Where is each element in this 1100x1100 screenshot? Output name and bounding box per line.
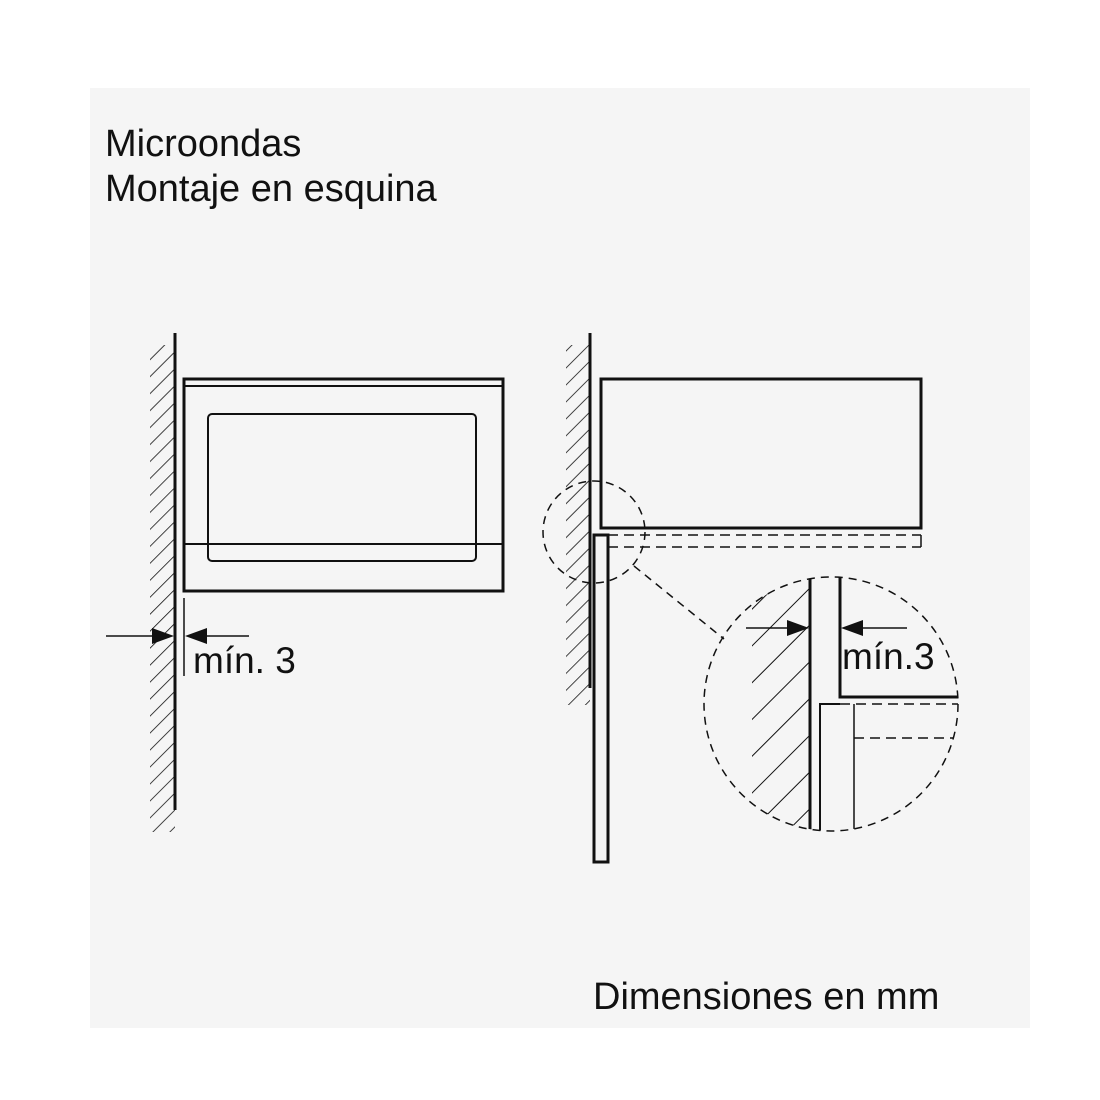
detail-microwave-edge [838,577,958,699]
detail-marker-circle [542,480,646,584]
front-gap-dimension: mín. 3 [106,598,296,681]
arrow-right-icon [787,620,809,636]
drawing-sheet [90,88,1030,1028]
detail-gap-dimension: mín.3 [746,620,935,677]
cabinet-side-panel [592,533,610,864]
detail-leader-line [633,565,725,640]
front-wall-hatching [150,345,175,832]
side-view: mín.3 [542,333,959,864]
arrow-left-icon [185,628,207,644]
microwave-door-window [207,413,477,562]
units-note: Dimensiones en mm [593,976,940,1018]
arrow-right-icon [152,628,174,644]
page-title: Microondas Montaje en esquina [105,122,437,212]
title-line-2: Montaje en esquina [105,168,437,210]
side-wall-hatching [566,345,590,705]
detail-gap-label: mín.3 [842,636,935,677]
detail-cabinet-panel [819,703,840,831]
microwave-front [182,377,505,593]
front-view: mín. 3 [106,333,505,832]
arrow-left-icon [841,620,863,636]
title-line-1: Microondas [105,123,302,165]
cabinet-top-dashed [608,534,922,548]
front-gap-label: mín. 3 [193,640,296,681]
microwave-side-body [599,377,923,530]
detail-wall-hatching [752,577,810,831]
detail-view: mín.3 [703,576,959,832]
